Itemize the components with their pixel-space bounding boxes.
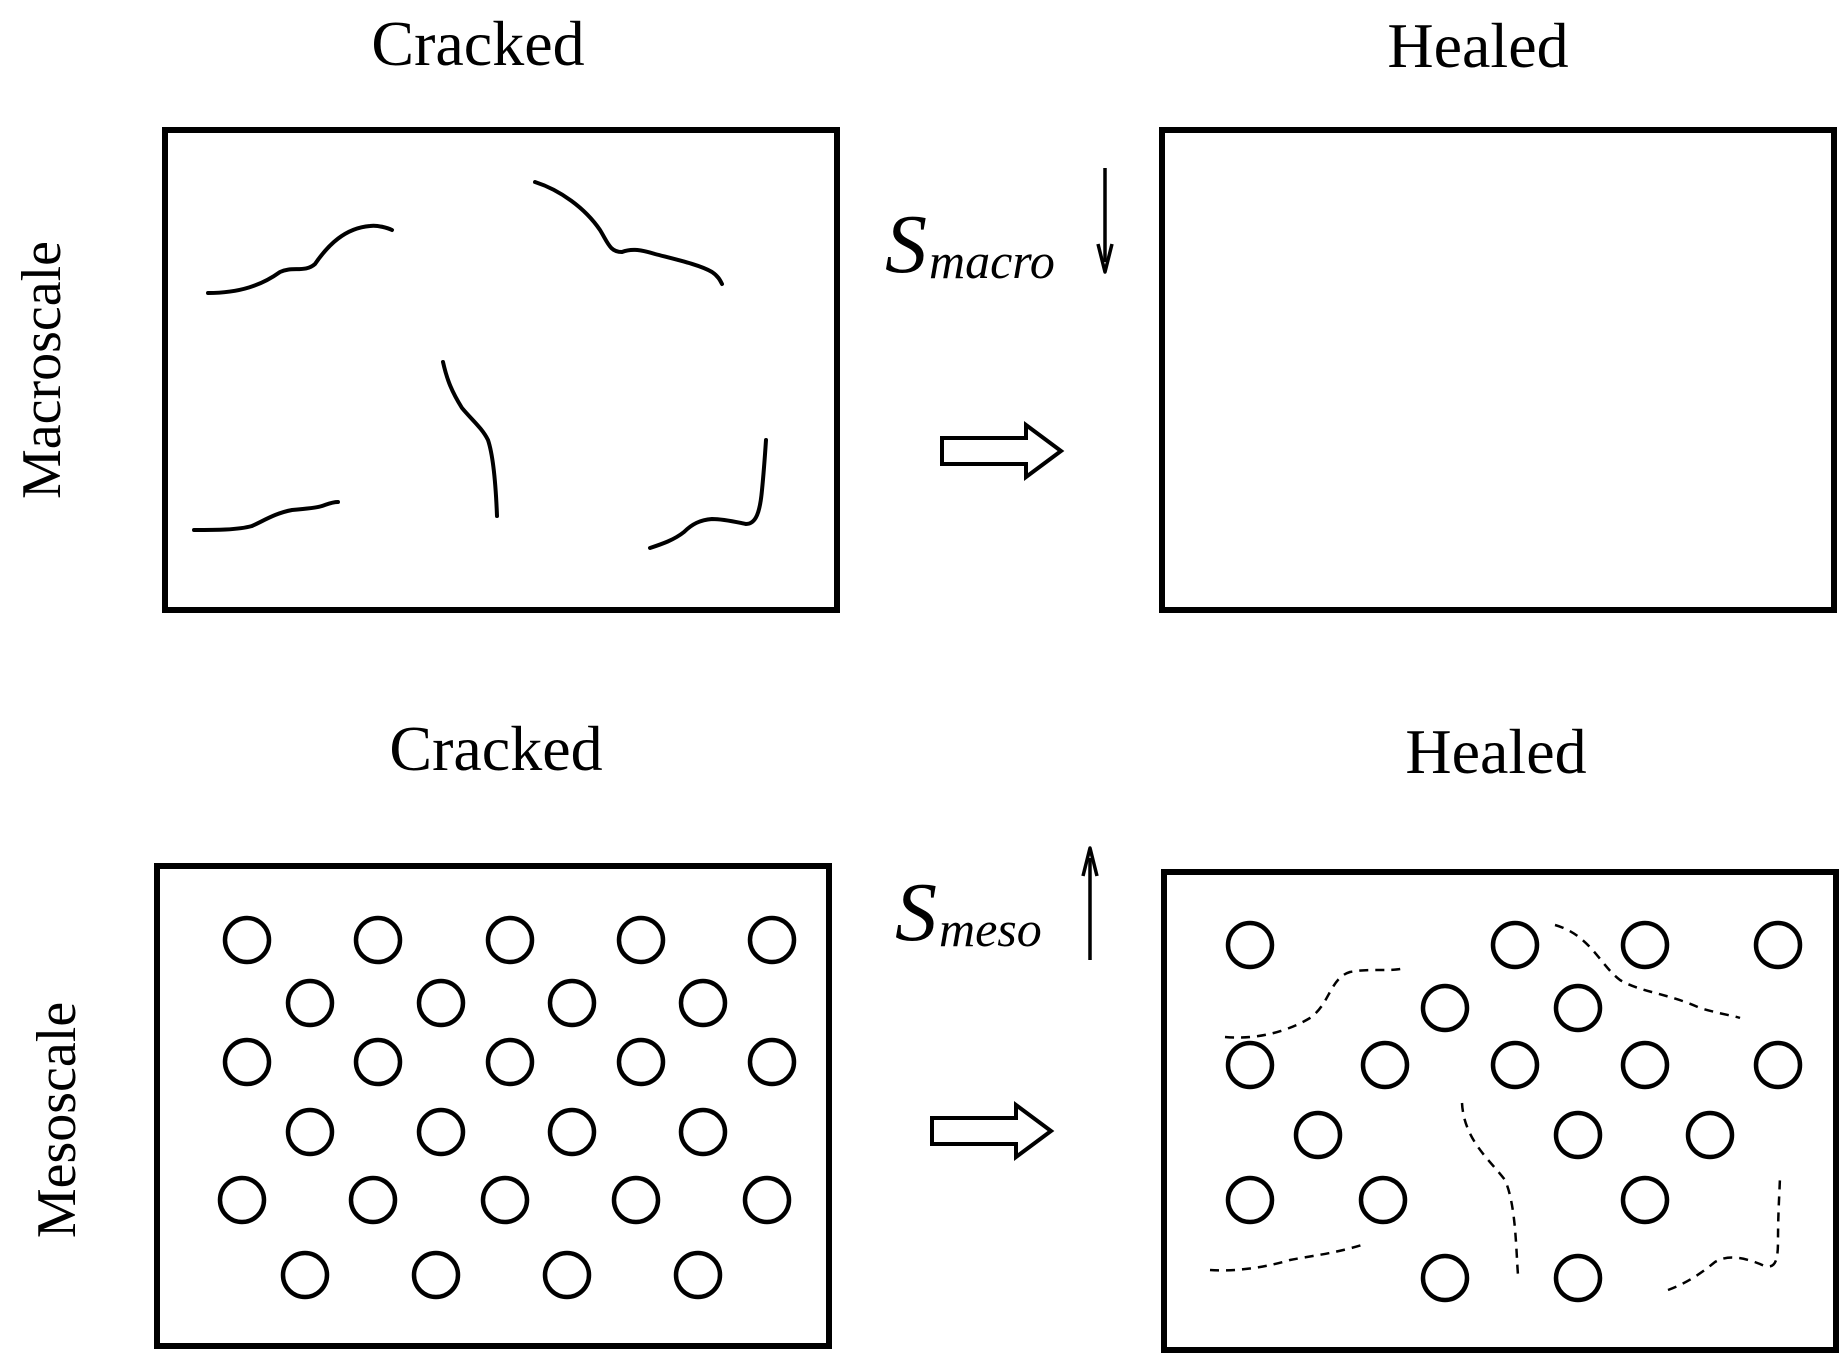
particle-circle [542, 1250, 592, 1300]
particle-circle [217, 1175, 267, 1225]
hollow-right-arrow-icon [940, 421, 1065, 481]
particle-circle [411, 1250, 461, 1300]
particle-circle [673, 1250, 723, 1300]
meso-healed-title: Healed [1405, 716, 1586, 787]
macro-transition-arrow [940, 421, 1065, 481]
hollow-right-arrow-icon [930, 1101, 1055, 1161]
particle-circle [1753, 920, 1803, 970]
macro-cracked-panel [162, 127, 840, 613]
particle-circle [1620, 920, 1670, 970]
particle-circle [416, 1107, 466, 1157]
particle-circle [485, 1037, 535, 1087]
crack-line [206, 223, 394, 295]
particle-circle [1420, 983, 1470, 1033]
particle-circle [1358, 1175, 1408, 1225]
macro-cracked-title: Cracked [371, 8, 584, 79]
meso-healed-dashed-boundaries [1209, 923, 1782, 1292]
particle-circle [616, 915, 666, 965]
particle-circle [285, 978, 335, 1028]
dashed-crack [1209, 1243, 1363, 1272]
meso-cracked-frame [154, 863, 832, 1349]
particle-circle [1620, 1175, 1670, 1225]
particle-circle [1293, 1110, 1343, 1160]
macro-entropy-label: Smacro [885, 168, 1114, 291]
macro-entropy-symbol: Smacro [885, 198, 1055, 291]
particle-circle [547, 978, 597, 1028]
meso-entropy-symbol: Smeso [895, 866, 1042, 959]
crack-line [441, 360, 499, 518]
particle-circle [1420, 1253, 1470, 1303]
macro-healed-title: Healed [1387, 10, 1568, 81]
particle-circle [480, 1175, 530, 1225]
particle-circle [1553, 1110, 1603, 1160]
particle-circle [1225, 1040, 1275, 1090]
meso-healed-particles [1225, 920, 1803, 1303]
particle-circle [285, 1107, 335, 1157]
particle-circle [1553, 1253, 1603, 1303]
meso-healed-frame [1161, 869, 1839, 1353]
dashed-crack [1554, 923, 1741, 1020]
crack-line [192, 500, 340, 532]
particle-circle [348, 1175, 398, 1225]
mesoscale-label: Mesoscale [26, 1002, 88, 1238]
particle-circle [1490, 920, 1540, 970]
particle-circle [1360, 1040, 1410, 1090]
dashed-crack [1667, 1174, 1782, 1292]
dashed-crack [1224, 966, 1406, 1039]
macro-cracked-frame [162, 127, 840, 613]
particle-circle [547, 1107, 597, 1157]
particle-circle [611, 1175, 661, 1225]
particle-circle [222, 915, 272, 965]
thin-down-arrow-icon [1096, 168, 1114, 274]
particle-circle [1225, 920, 1275, 970]
particle-circle [1620, 1040, 1670, 1090]
macro-healed-frame [1159, 127, 1837, 613]
particle-circle [1225, 1175, 1275, 1225]
crack-line [648, 438, 768, 550]
particle-circle [416, 978, 466, 1028]
particle-circle [1553, 983, 1603, 1033]
meso-transition-arrow [930, 1101, 1055, 1161]
particle-circle [280, 1250, 330, 1300]
particle-circle [353, 915, 403, 965]
thin-up-arrow-icon [1081, 846, 1099, 960]
particle-circle [616, 1037, 666, 1087]
macroscale-label: Macroscale [11, 241, 73, 499]
dashed-crack [1460, 1102, 1520, 1276]
particle-circle [678, 978, 728, 1028]
particle-circle [678, 1107, 728, 1157]
particle-circle [1490, 1040, 1540, 1090]
meso-cracked-title: Cracked [389, 713, 602, 784]
particle-circle [353, 1037, 403, 1087]
particle-circle [222, 1037, 272, 1087]
particle-circle [485, 915, 535, 965]
meso-cracked-particles [217, 915, 797, 1300]
crack-line [533, 180, 724, 286]
particle-circle [747, 1037, 797, 1087]
particle-circle [1753, 1040, 1803, 1090]
meso-entropy-label: Smeso [895, 846, 1099, 960]
particle-circle [747, 915, 797, 965]
particle-circle [1685, 1110, 1735, 1160]
particle-circle [742, 1175, 792, 1225]
